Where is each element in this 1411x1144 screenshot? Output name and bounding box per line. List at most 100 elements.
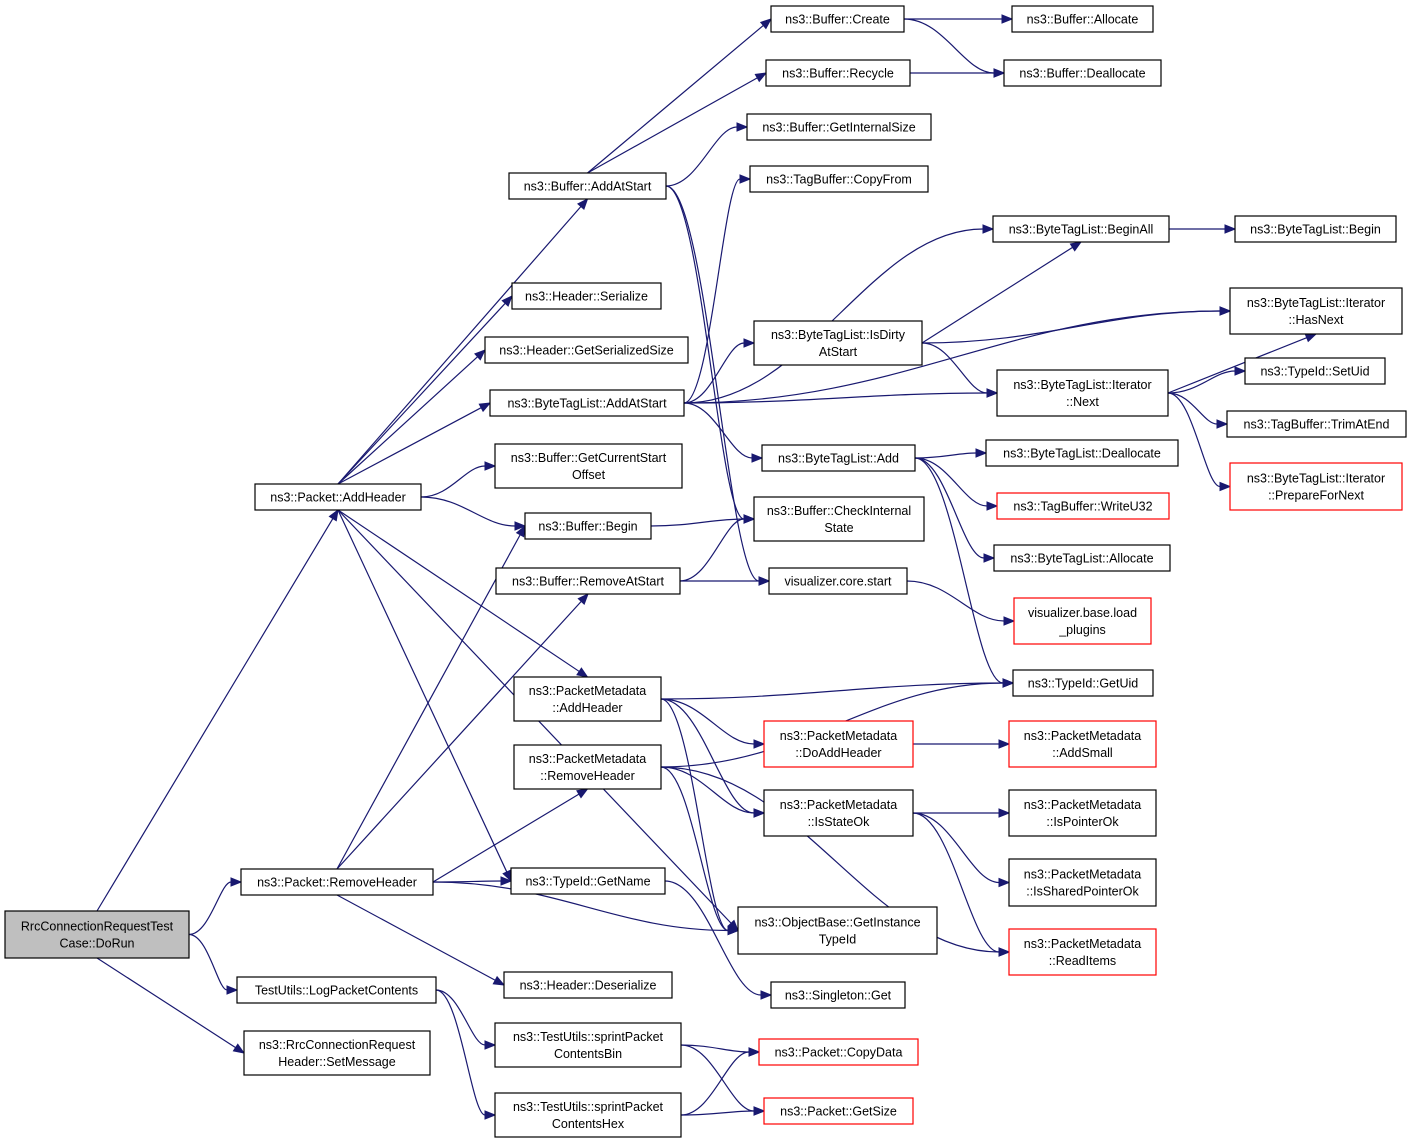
function-node-tagbuf-copyfrom[interactable]: ns3::TagBuffer::CopyFrom xyxy=(749,165,929,193)
function-node-btl-it-preparefornext[interactable]: ns3::ByteTagList::Iterator::PrepareForNe… xyxy=(1229,462,1403,511)
call-edge-arrowhead xyxy=(758,576,771,586)
function-node-buf-recycle[interactable]: ns3::Buffer::Recycle xyxy=(765,59,911,87)
call-edge-arrowhead xyxy=(484,461,497,471)
function-node-btl-it-hasnext[interactable]: ns3::ByteTagList::Iterator::HasNext xyxy=(1229,287,1403,335)
call-edge xyxy=(188,877,243,936)
function-node-tagbuf-writeu32[interactable]: ns3::TagBuffer::WriteU32 xyxy=(996,492,1170,520)
call-edge-arrowhead xyxy=(983,553,996,563)
function-node-btl-it-next[interactable]: ns3::ByteTagList::Iterator::Next xyxy=(996,369,1169,417)
node-label: ns3::TestUtils::sprintPacket xyxy=(513,1030,664,1044)
node-label: ns3::TypeId::GetUid xyxy=(1028,677,1139,691)
node-box xyxy=(1229,287,1403,335)
call-edge-arrowhead xyxy=(1003,616,1016,626)
function-node-setmessage[interactable]: ns3::RrcConnectionRequestHeader::SetMess… xyxy=(243,1030,431,1076)
call-edge-line xyxy=(96,957,236,1049)
node-label: Header::SetMessage xyxy=(278,1055,395,1069)
call-edge-line xyxy=(660,698,729,932)
call-edge-arrowhead xyxy=(1219,306,1232,316)
function-node-viz-base-loadplugins[interactable]: visualizer.base.load_plugins xyxy=(1013,597,1152,645)
function-node-pm-readitems[interactable]: ns3::PacketMetadata::ReadItems xyxy=(1008,928,1157,976)
function-node-btl-deallocate[interactable]: ns3::ByteTagList::Deallocate xyxy=(985,439,1179,467)
function-node-pkt-addheader[interactable]: ns3::Packet::AddHeader xyxy=(254,483,422,511)
function-node-pm-doaddheader[interactable]: ns3::PacketMetadata::DoAddHeader xyxy=(763,720,914,768)
node-box xyxy=(749,165,929,193)
call-edge xyxy=(914,448,988,459)
function-node-buf-create[interactable]: ns3::Buffer::Create xyxy=(770,5,905,33)
node-box xyxy=(737,906,938,955)
node-label: ns3::ByteTagList::IsDirty xyxy=(771,328,906,342)
node-label: ContentsHex xyxy=(552,1117,625,1131)
node-box xyxy=(763,1097,914,1125)
function-node-btl-add[interactable]: ns3::ByteTagList::Add xyxy=(761,444,916,472)
function-node-pm-ispointerok[interactable]: ns3::PacketMetadata::IsPointerOk xyxy=(1008,789,1157,837)
function-node-btl-allocate[interactable]: ns3::ByteTagList::Allocate xyxy=(993,544,1171,572)
function-node-logpacket[interactable]: TestUtils::LogPacketContents xyxy=(236,976,437,1004)
call-edge-line xyxy=(337,509,580,672)
call-edge xyxy=(679,514,756,582)
node-label: Case::DoRun xyxy=(59,937,134,951)
call-edge-line xyxy=(337,356,479,485)
function-node-pkt-removeheader[interactable]: ns3::Packet::RemoveHeader xyxy=(240,868,434,896)
function-node-btl-beginall[interactable]: ns3::ByteTagList::BeginAll xyxy=(992,215,1170,243)
function-node-buf-deallocate[interactable]: ns3::Buffer::Deallocate xyxy=(1003,59,1162,87)
call-edge-line xyxy=(660,698,755,745)
function-nodes: RrcConnectionRequestTestCase::DoRunns3::… xyxy=(4,5,1407,1138)
function-node-typeid-setuid[interactable]: ns3::TypeId::SetUid xyxy=(1244,357,1386,385)
call-edge-line xyxy=(680,1110,755,1116)
function-node-buf-addatstart[interactable]: ns3::Buffer::AddAtStart xyxy=(508,172,667,200)
function-node-btl-begin[interactable]: ns3::ByteTagList::Begin xyxy=(1234,215,1397,243)
node-label: ns3::Packet::GetSize xyxy=(780,1105,897,1119)
function-node-btl-addatstart[interactable]: ns3::ByteTagList::AddAtStart xyxy=(489,389,685,417)
node-box xyxy=(1226,410,1407,438)
function-node-hdr-deserialize[interactable]: ns3::Header::Deserialize xyxy=(503,971,673,999)
function-node-pm-addheader[interactable]: ns3::PacketMetadata::AddHeader xyxy=(513,676,662,722)
node-label: ::PrepareForNext xyxy=(1268,489,1364,503)
function-node-pkt-getsize[interactable]: ns3::Packet::GetSize xyxy=(763,1097,914,1125)
function-node-singleton-get[interactable]: ns3::Singleton::Get xyxy=(770,981,906,1009)
function-node-typeid-getuid[interactable]: ns3::TypeId::GetUid xyxy=(1012,669,1154,697)
call-edge xyxy=(660,678,1015,700)
call-edge-arrowhead xyxy=(515,524,526,538)
node-label: ns3::Buffer::RemoveAtStart xyxy=(512,575,664,589)
call-edge xyxy=(1167,392,1232,492)
call-edge xyxy=(1167,392,1229,429)
function-node-hdr-getsersize[interactable]: ns3::Header::GetSerializedSize xyxy=(484,336,689,364)
node-label: AtStart xyxy=(819,345,858,359)
call-edge-line xyxy=(336,600,582,870)
function-node-buf-removeatstart[interactable]: ns3::Buffer::RemoveAtStart xyxy=(495,567,681,595)
node-label: ::IsStateOk xyxy=(808,815,871,829)
call-edge xyxy=(660,766,766,818)
function-node-hdr-serialize[interactable]: ns3::Header::Serialize xyxy=(511,282,662,310)
node-label: Offset xyxy=(572,468,606,482)
call-edge-line xyxy=(337,407,482,485)
node-label: ns3::ByteTagList::AddAtStart xyxy=(507,397,667,411)
call-edge-arrowhead xyxy=(998,739,1011,749)
function-node-pkt-copydata[interactable]: ns3::Packet::CopyData xyxy=(758,1038,919,1066)
node-label: ns3::Buffer::Allocate xyxy=(1027,13,1139,27)
function-node-pm-isstateok[interactable]: ns3::PacketMetadata::IsStateOk xyxy=(763,789,914,837)
node-box xyxy=(495,567,681,595)
node-label: ::HasNext xyxy=(1289,313,1344,327)
function-node-buf-allocate[interactable]: ns3::Buffer::Allocate xyxy=(1011,5,1154,33)
node-label: ns3::ByteTagList::Begin xyxy=(1250,223,1381,237)
function-node-buf-getinternalsize[interactable]: ns3::Buffer::GetInternalSize xyxy=(746,113,932,141)
function-node-pm-addsmall[interactable]: ns3::PacketMetadata::AddSmall xyxy=(1008,720,1157,768)
call-edge xyxy=(903,18,1006,78)
node-label: ns3::Packet::RemoveHeader xyxy=(257,876,417,890)
node-box xyxy=(510,867,666,895)
function-node-pm-issharedpointerok[interactable]: ns3::PacketMetadata::IsSharedPointerOk xyxy=(1008,858,1157,907)
function-node-buf-begin[interactable]: ns3::Buffer::Begin xyxy=(524,512,652,540)
function-node-pm-removeheader[interactable]: ns3::PacketMetadata::RemoveHeader xyxy=(513,744,662,790)
node-label: ns3::PacketMetadata xyxy=(1024,868,1141,882)
function-node-typeid-getname[interactable]: ns3::TypeId::GetName xyxy=(510,867,666,895)
function-node-viz-core-start[interactable]: visualizer.core.start xyxy=(768,567,908,595)
function-node-tagbuf-trimatend[interactable]: ns3::TagBuffer::TrimAtEnd xyxy=(1226,410,1407,438)
node-box xyxy=(1003,59,1162,87)
